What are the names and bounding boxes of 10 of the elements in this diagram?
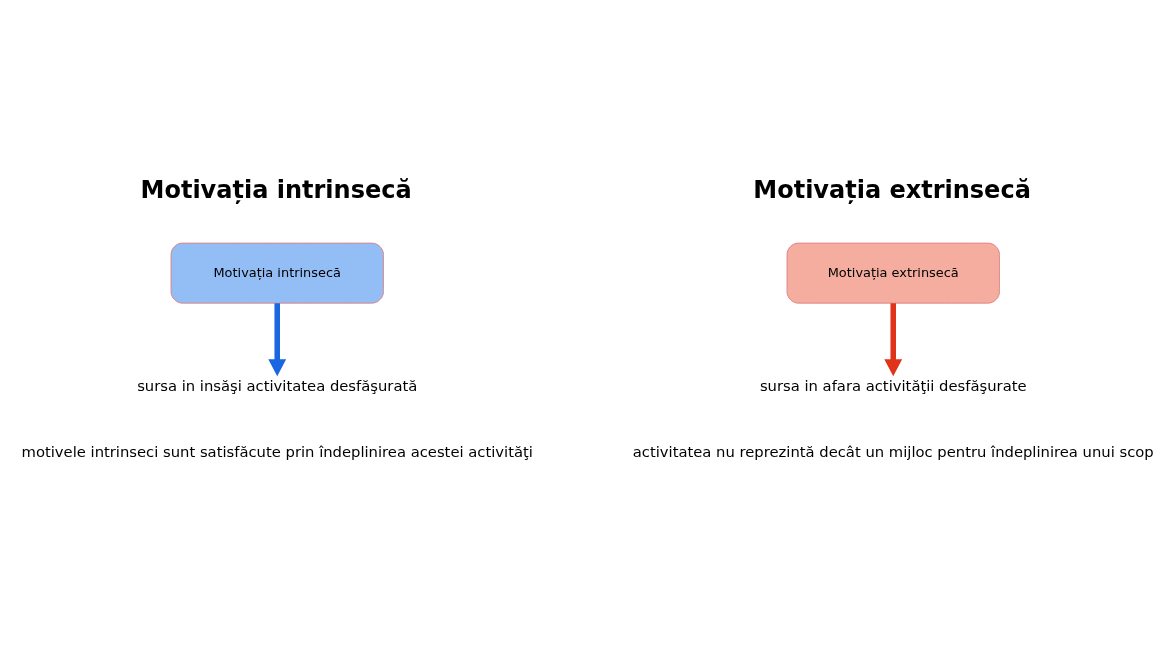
node-box: Motivația intrinsecă (170, 242, 384, 304)
arrow (884, 302, 903, 376)
label: Motivația extrinsecă (753, 175, 1031, 204)
node-box: Motivația extrinsecă (786, 242, 1000, 304)
node-text: sursa in insăşi activitatea desfăşurată (137, 376, 418, 394)
label: activitatea nu reprezintă decât un mijloc pentru îndeplinirea unui scop (632, 442, 1154, 460)
node-text: sursa in afara activităţii desfăşurate (759, 376, 1027, 394)
arrow (268, 302, 287, 376)
label: Motivația intrinsecă (140, 175, 412, 204)
label: motivele intrinseci sunt satisfăcute prin îndeplinirea acestei activităţi (21, 442, 533, 460)
